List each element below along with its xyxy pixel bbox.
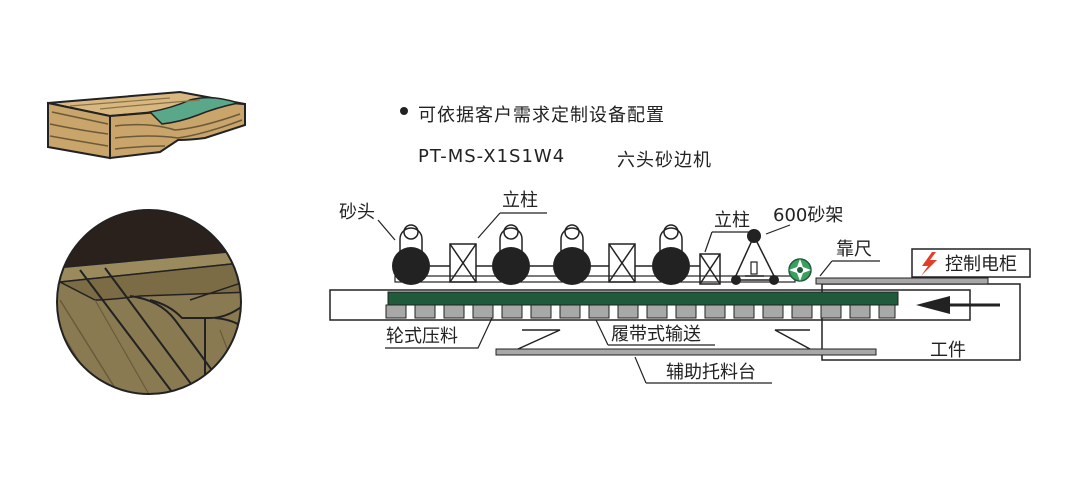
cutter-wheel bbox=[788, 258, 812, 282]
model-number: PT-MS-X1S1W4 bbox=[418, 146, 566, 167]
column-box-2 bbox=[608, 243, 636, 283]
sanding-head-2 bbox=[492, 224, 530, 285]
label-fence: 靠尺 bbox=[836, 239, 872, 260]
label-column-1: 立柱 bbox=[502, 190, 538, 211]
column-box-1 bbox=[449, 243, 477, 283]
magnified-circle-illustration bbox=[56, 209, 242, 395]
feature-bullet-text: 可依据客户需求定制设备配置 bbox=[418, 105, 665, 126]
sanding-head-4 bbox=[652, 224, 690, 285]
label-aux-support: 辅助托料台 bbox=[666, 362, 756, 383]
control-cabinet-box bbox=[911, 248, 1031, 278]
label-wheel-press: 轮式压料 bbox=[386, 326, 458, 347]
track-pads bbox=[385, 304, 896, 319]
label-sanding-head: 砂头 bbox=[339, 202, 375, 223]
feed-arrow bbox=[916, 296, 1000, 314]
label-track-conveyor: 履带式输送 bbox=[611, 324, 701, 345]
model-name: 六头砂边机 bbox=[617, 150, 712, 171]
lightning-icon bbox=[921, 252, 937, 276]
sander-600 bbox=[731, 229, 779, 285]
sanding-head-3 bbox=[553, 224, 591, 285]
label-column-2: 立柱 bbox=[714, 210, 750, 231]
label-control-cabinet: 控制电柜 bbox=[945, 254, 1017, 275]
bullet-dot bbox=[400, 107, 408, 115]
wood-profile-illustration bbox=[47, 90, 246, 160]
label-workpiece: 工件 bbox=[930, 340, 966, 361]
label-sander-600: 600砂架 bbox=[773, 205, 843, 226]
machine-schematic: 砂头 立柱 立柱 600砂架 靠尺 控制电柜 轮式压料 履带式输送 工件 辅助托… bbox=[329, 190, 1031, 384]
sanding-head-1 bbox=[392, 224, 430, 285]
column-box-3 bbox=[699, 253, 721, 285]
